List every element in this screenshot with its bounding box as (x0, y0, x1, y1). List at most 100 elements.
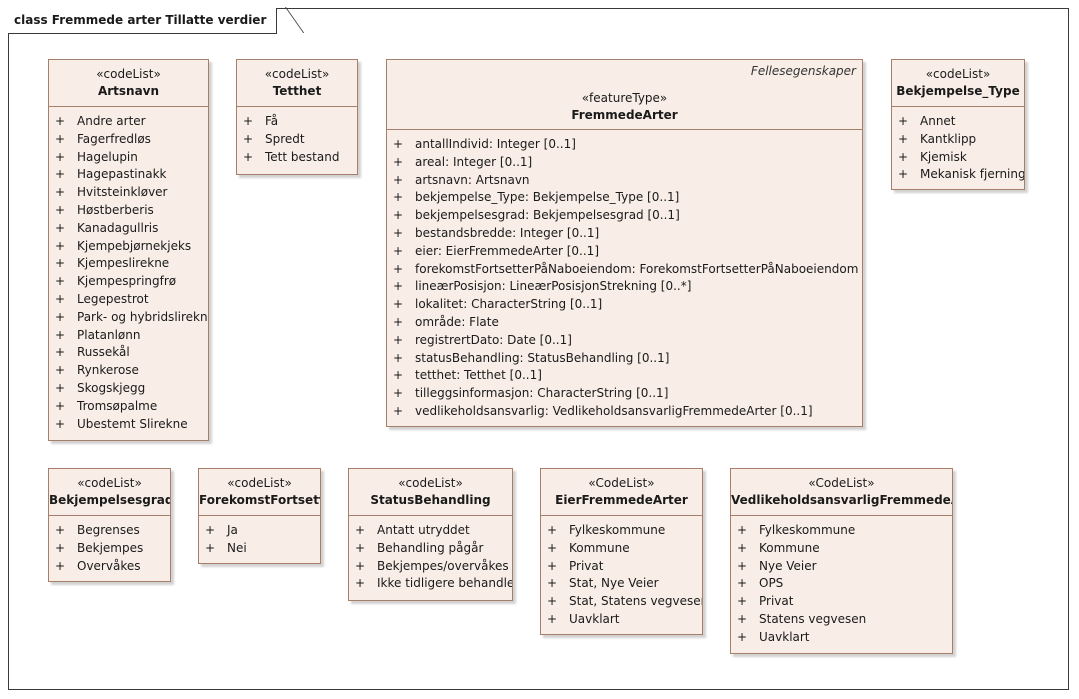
attribute-list: +antallIndivid: Integer [0..1]+areal: In… (387, 130, 862, 421)
visibility-marker: + (55, 238, 66, 253)
class-box-forekomst[interactable]: «codeList» ForekomstFortsetterPåNaboeien… (198, 468, 321, 564)
list-item-label: vedlikeholdsansvarlig: Vedlikeholdsansva… (415, 403, 813, 418)
class-stereotype: «codeList» (96, 67, 161, 81)
class-box-bekjempelsesgrad[interactable]: «codeList» Bekjempelsesgrad +Begrenses+B… (48, 468, 171, 582)
list-item: +Annet (892, 113, 1024, 131)
list-item: +Fagerfredløs (49, 131, 208, 149)
list-item-label: Nei (227, 540, 247, 555)
list-item-label: Kommune (759, 540, 820, 555)
class-header: «codeList» Bekjempelse_Type (892, 60, 1024, 107)
visibility-marker: + (393, 154, 404, 169)
visibility-marker: + (393, 243, 404, 258)
visibility-marker: + (55, 256, 66, 271)
visibility-marker: + (55, 131, 66, 146)
visibility-marker: + (55, 398, 66, 413)
class-box-eier[interactable]: «CodeList» EierFremmedeArter +Fylkeskomm… (540, 468, 703, 635)
visibility-marker: + (393, 208, 404, 223)
class-name: Artsnavn (97, 84, 160, 98)
list-item: + Tromsøpalme (49, 398, 208, 416)
visibility-marker: + (898, 131, 909, 146)
visibility-marker: + (393, 190, 404, 205)
list-item: +lineærPosisjon: LineærPosisjonStrekning… (387, 278, 862, 296)
class-header: «codeList» StatusBehandling (349, 469, 512, 516)
list-item: +Ubestemt Slirekne (49, 416, 208, 434)
class-stereotype: «codeList» (398, 476, 463, 490)
visibility-marker: + (737, 558, 748, 573)
visibility-marker: + (55, 202, 66, 217)
list-item-label: Begrenses (77, 523, 140, 537)
list-item-label: registrertDato: Date [0..1] (415, 332, 572, 347)
list-item-label: Kjempespringfrø (77, 274, 177, 289)
list-item-label: Platanlønn (77, 327, 141, 342)
class-stereotype: «codeList» (925, 67, 991, 81)
list-item-label: område: Flate (415, 314, 499, 329)
list-item: +Kjemisk (892, 149, 1024, 167)
list-item: + Antatt utryddet (349, 522, 512, 540)
visibility-marker: + (55, 114, 66, 128)
list-item-label: bekjempelse_Type: Bekjempelse_Type [0..1… (415, 190, 680, 205)
list-item: +forekomstFortsetterPåNaboeiendom: Forek… (387, 261, 862, 279)
attribute-list: +Fylkeskommune+Kommune+Privat+Stat, Nye … (541, 516, 702, 629)
list-item: + bekjempelse_Type: Bekjempelse_Type [0..… (387, 189, 862, 207)
list-item-label: lineærPosisjon: LineærPosisjonStrekning … (415, 279, 692, 294)
attribute-list: +Ja+Nei (199, 516, 320, 558)
diagram-title: class Fremmede arter Tillatte verdier (8, 8, 278, 34)
list-item: +eier: EierFremmedeArter [0..1] (387, 243, 862, 261)
class-box-artsnavn[interactable]: «codeList» Artsnavn +Andre arter+Fagerfr… (48, 59, 209, 441)
list-item-label: Antatt utryddet (377, 523, 470, 537)
list-item-label: forekomstFortsetterPåNaboeiendom: Foreko… (415, 261, 863, 276)
visibility-marker: + (393, 314, 404, 329)
attribute-list: +Antatt utryddet+Behandling pågår+Bekjem… (349, 516, 512, 593)
list-item: +statusBehandling: StatusBehandling [0..… (387, 350, 862, 368)
list-item-label: OPS (759, 576, 784, 591)
list-item-label: Hagelupin (77, 149, 138, 164)
class-box-vedlikehold[interactable]: «CodeList» VedlikeholdsansvarligFremmede… (730, 468, 953, 654)
visibility-marker: + (355, 523, 366, 537)
list-item-label: Kanadagullris (77, 220, 159, 235)
list-item: +Ikke tidligere behandlet (349, 575, 512, 593)
attribute-list: +Annet+Kantklipp+Kjemisk+Mekanisk fjerni… (892, 107, 1024, 184)
class-stereotype: «CodeList» (808, 476, 875, 490)
class-box-fremmedearter[interactable]: Fellesegenskaper «featureType» FremmedeA… (386, 59, 863, 427)
list-item-label: Overvåkes (77, 558, 141, 573)
list-item: +Bekjempes (49, 540, 170, 558)
list-item: +Privat (731, 593, 952, 611)
attribute-list: +Andre arter+Fagerfredløs+Hagelupin+Hage… (49, 107, 208, 433)
list-item: +lokalitet: CharacterString [0..1] (387, 296, 862, 314)
class-name: Tetthet (272, 84, 322, 98)
visibility-marker: + (737, 611, 748, 626)
class-box-tetthet[interactable]: «codeList» Tetthet +Få+Spredt+Tett besta… (236, 59, 358, 175)
list-item-label: Kjempebjørnekjeks (77, 238, 192, 253)
visibility-marker: + (393, 332, 404, 347)
visibility-marker: + (737, 576, 748, 591)
class-header: «CodeList» VedlikeholdsansvarligFremmede… (731, 469, 952, 516)
list-item-label: Statens vegvesen (759, 611, 867, 626)
list-item: +Uavklart (541, 611, 702, 629)
list-item-label: Tromsøpalme (77, 398, 158, 413)
list-item: +Nei (199, 540, 320, 558)
visibility-marker: + (55, 327, 66, 342)
visibility-marker: + (205, 523, 216, 537)
class-box-bekjempelse-type[interactable]: «codeList» Bekjempelse_Type +Annet+Kantk… (891, 59, 1025, 190)
list-item-label: Hvitsteinkløver (77, 185, 168, 200)
list-item: +Bekjempes/overvåkes (349, 558, 512, 576)
list-item: + område: Flate (387, 314, 862, 332)
list-item-label: Stat, Nye Veier (569, 576, 659, 591)
visibility-marker: + (55, 345, 66, 360)
class-header: «codeList» ForekomstFortsetterPåNaboeien… (199, 469, 320, 516)
visibility-marker: + (547, 523, 558, 537)
visibility-marker: + (55, 185, 66, 200)
visibility-marker: + (55, 558, 66, 573)
visibility-marker: + (355, 540, 366, 555)
list-item: + Kjempebjørnekjeks (49, 238, 208, 256)
list-item-label: Bekjempes/overvåkes (377, 558, 509, 573)
visibility-marker: + (737, 629, 748, 644)
class-name: ForekomstFortsetterPåNaboeiendom (199, 493, 320, 507)
list-item: +Stat, Nye Veier (541, 575, 702, 593)
visibility-marker: + (55, 523, 66, 537)
visibility-marker: + (55, 416, 66, 431)
list-item-label: Legepestrot (77, 291, 149, 306)
class-name: EierFremmedeArter (555, 493, 688, 507)
class-box-statusbehandling[interactable]: «codeList» StatusBehandling + Antatt utry… (348, 468, 513, 601)
visibility-marker: + (547, 558, 558, 573)
